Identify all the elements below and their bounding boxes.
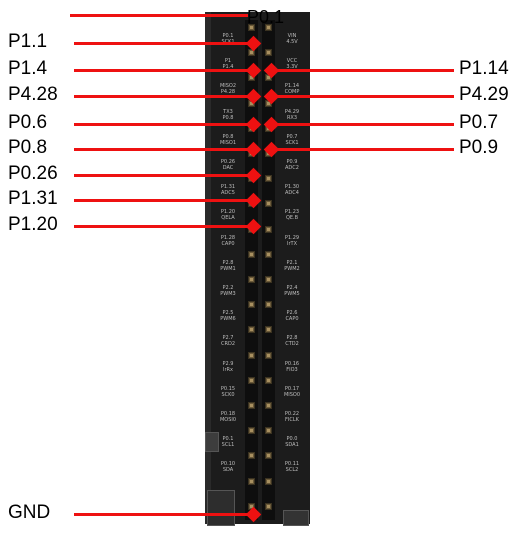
callout-line-right (274, 123, 454, 126)
callout-line-left (74, 148, 252, 151)
silkscreen-label: CAP0 (217, 242, 239, 247)
silkscreen-label: CTD2 (281, 342, 303, 347)
header-pin (265, 326, 272, 333)
header-pin (248, 276, 255, 283)
header-pin (265, 503, 272, 510)
onboard-connector (207, 490, 235, 526)
header-pin (265, 301, 272, 308)
header-pin (265, 402, 272, 409)
silkscreen-label: FIO3 (281, 368, 303, 373)
silkscreen-label: SDA1 (281, 443, 303, 448)
silkscreen-label: PWM2 (281, 267, 303, 272)
callout-line-left (74, 513, 252, 516)
callout-line-left (74, 123, 252, 126)
silkscreen-label: QE.B (281, 216, 303, 221)
silkscreen-label: FICLK (281, 418, 303, 423)
header-pin (248, 402, 255, 409)
header-pin (265, 478, 272, 485)
header-pin (248, 478, 255, 485)
silkscreen-label: IrRx (217, 368, 239, 373)
silkscreen-label: DAC (217, 166, 239, 171)
pin-label-left: P0.26 (8, 164, 58, 184)
callout-line-right (274, 95, 454, 98)
silkscreen-label: PWM5 (281, 292, 303, 297)
callout-line-right (274, 148, 454, 151)
header-pin (248, 377, 255, 384)
pin-label-left: P4.28 (8, 85, 58, 105)
header-pin (248, 326, 255, 333)
header-pin (265, 226, 272, 233)
header-pin (248, 452, 255, 459)
silkscreen-label: RX3 (281, 116, 303, 121)
header-pin (265, 251, 272, 258)
silkscreen-label: P0.16 (281, 362, 303, 367)
callout-line-right (274, 69, 454, 72)
header-pin (265, 377, 272, 384)
silkscreen-label: TX3 (217, 110, 239, 115)
silkscreen-label: CAP0 (281, 317, 303, 322)
dev-board: P0.1SCK1P1P1.4MISO2P4.28TX3P0.8P0.8MISO1… (205, 12, 310, 524)
silkscreen-label: P1.28 (217, 236, 239, 241)
pin-label-right: P0.7 (459, 113, 498, 133)
silkscreen-label: SCL1 (217, 443, 239, 448)
header-pin (265, 452, 272, 459)
silkscreen-label: P4.29 (281, 110, 303, 115)
header-pin (265, 200, 272, 207)
silkscreen-label: PWM3 (217, 292, 239, 297)
pin-label-left: P0.8 (8, 138, 47, 158)
pin-label-left: P1.4 (8, 59, 47, 79)
header-pin (265, 276, 272, 283)
silkscreen-label: ADC5 (217, 191, 239, 196)
pin-label-right: P4.29 (459, 85, 509, 105)
silkscreen-label: SDA (217, 468, 239, 473)
pin-label-left: P1.20 (8, 215, 58, 235)
pin-label-left: P1.1 (8, 32, 47, 52)
pin-label-top: P0.1 (247, 7, 284, 27)
header-pin (265, 175, 272, 182)
header-pin (265, 352, 272, 359)
silkscreen-label: MISO1 (217, 141, 239, 146)
silkscreen-label: QELA (217, 216, 239, 221)
silkscreen-label: P1.29 (281, 236, 303, 241)
header-pin (265, 49, 272, 56)
pin-label-right: P0.9 (459, 138, 498, 158)
silkscreen-label: P0.8 (217, 116, 239, 121)
silkscreen-label: SCK0 (217, 393, 239, 398)
silkscreen-label: SCL2 (281, 468, 303, 473)
header-pin (248, 352, 255, 359)
callout-line-top (70, 14, 248, 17)
header-pin (265, 427, 272, 434)
header-pin (248, 251, 255, 258)
pin-label-left: GND (8, 503, 50, 523)
header-pin (248, 301, 255, 308)
silkscreen-label: 4.5V (281, 40, 303, 45)
silkscreen-label: IrTX (281, 242, 303, 247)
callout-line-left (74, 225, 252, 228)
callout-line-left (74, 199, 252, 202)
header-pin (248, 427, 255, 434)
silkscreen-label: CRD2 (217, 342, 239, 347)
pin-label-left: P1.31 (8, 189, 58, 209)
silkscreen-label: MISO0 (281, 393, 303, 398)
silkscreen-label: MOSI0 (217, 418, 239, 423)
callout-line-left (74, 69, 252, 72)
silkscreen-label: P2.9 (217, 362, 239, 367)
silkscreen-label: ADC4 (281, 191, 303, 196)
callout-line-left (74, 174, 252, 177)
callout-line-left (74, 42, 252, 45)
callout-line-left (74, 95, 252, 98)
onboard-jumper (283, 510, 309, 526)
pin-label-right: P1.14 (459, 59, 509, 79)
onboard-component (205, 432, 219, 452)
silkscreen-label: PWM6 (217, 317, 239, 322)
pin-label-left: P0.6 (8, 113, 47, 133)
silkscreen-label: SCK1 (281, 141, 303, 146)
silkscreen-label: ADC2 (281, 166, 303, 171)
silkscreen-label: PWM1 (217, 267, 239, 272)
